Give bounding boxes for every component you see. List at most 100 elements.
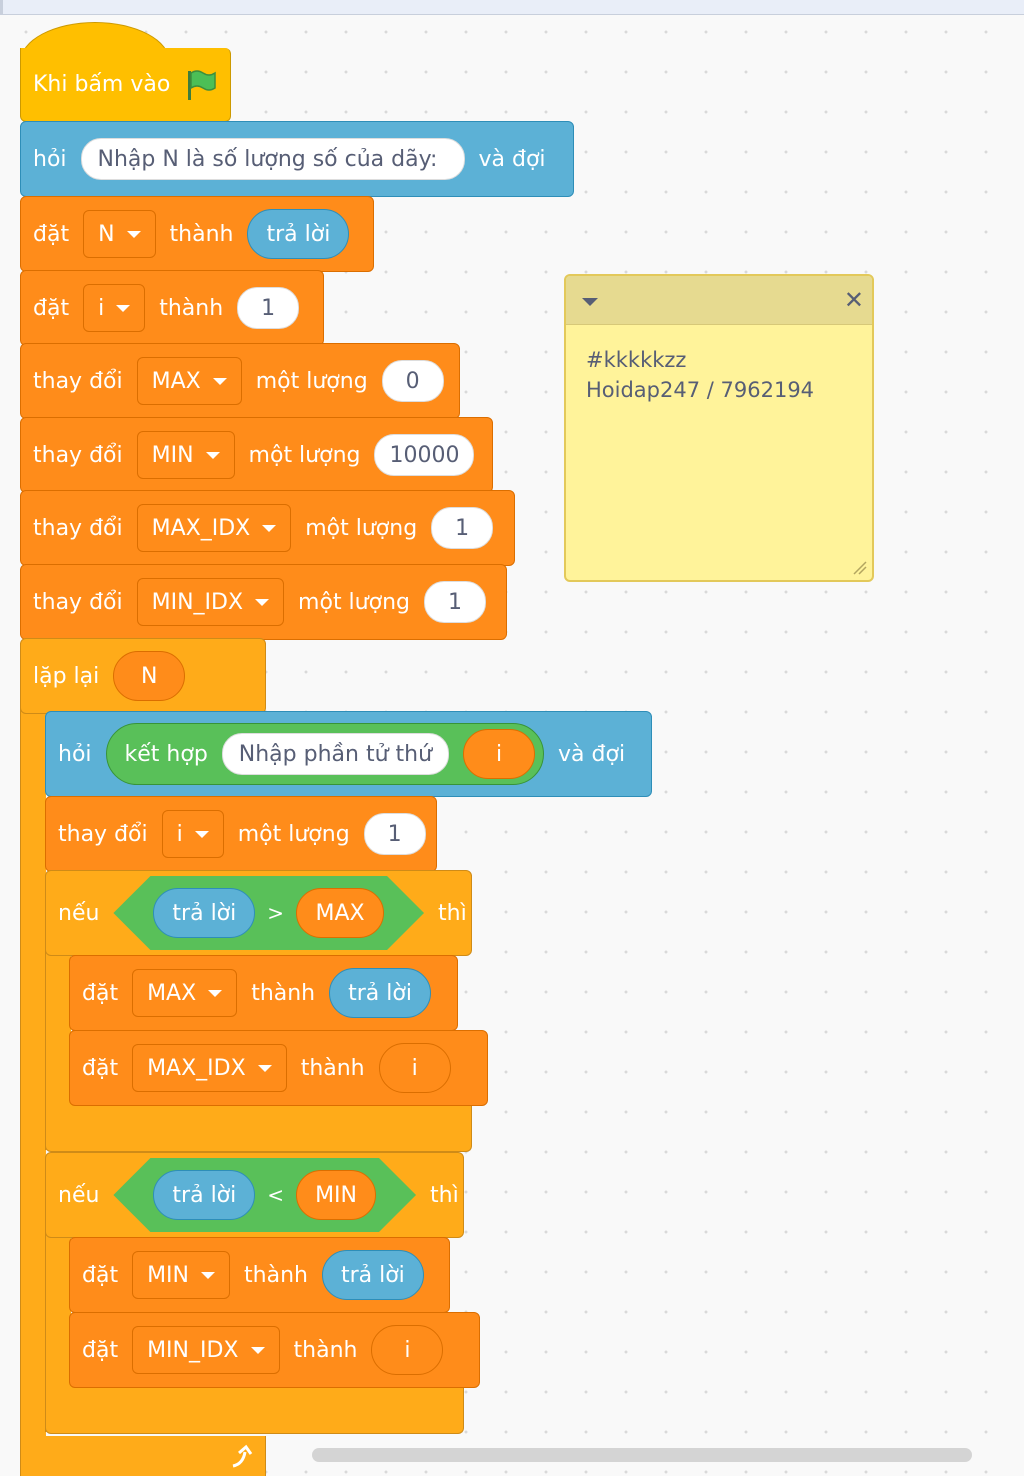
then-label: thì: [430, 1182, 459, 1208]
set-label: đặt: [33, 221, 70, 247]
join-text-input[interactable]: Nhập phần tử thứ: [221, 733, 450, 775]
var-dropdown-max[interactable]: MAX: [132, 969, 238, 1017]
by-label: một lượng: [237, 821, 350, 847]
var-dropdown-min-idx[interactable]: MIN_IDX: [136, 578, 285, 626]
change-min-block[interactable]: thay đổi MIN một lượng 10000: [20, 417, 493, 493]
ask-label: hỏi: [58, 741, 92, 767]
repeat-block-bottom[interactable]: [20, 1436, 266, 1476]
greater-than-operator[interactable]: trả lời > MAX: [113, 876, 424, 950]
ask-and-wait-block[interactable]: hỏi Nhập N là số lượng số của dãy: và đợ…: [20, 121, 574, 197]
value-input[interactable]: 1: [431, 507, 494, 549]
to-label: thành: [159, 295, 224, 321]
caret-down-icon: [257, 1064, 272, 1072]
var-dropdown-max-idx[interactable]: MAX_IDX: [136, 504, 292, 552]
max-reporter[interactable]: MAX: [296, 888, 384, 938]
dropdown-value: N: [98, 221, 115, 247]
comment-text[interactable]: #kkkkkzz Hoidap247 / 7962194: [566, 325, 872, 405]
if-label: nếu: [58, 900, 100, 926]
dropdown-value: i: [176, 821, 183, 847]
change-max-block[interactable]: thay đổi MAX một lượng 0: [20, 343, 460, 419]
change-min-idx-block[interactable]: thay đổi MIN_IDX một lượng 1: [20, 564, 507, 640]
i-reporter[interactable]: i: [371, 1325, 444, 1375]
value-input[interactable]: 1: [237, 287, 300, 329]
var-dropdown-i[interactable]: i: [161, 810, 224, 858]
ask-label: hỏi: [33, 146, 67, 172]
value-input[interactable]: 10000: [374, 434, 475, 476]
dropdown-value: MIN: [147, 1262, 190, 1288]
value-input[interactable]: 1: [363, 813, 426, 855]
dropdown-value: MAX: [151, 368, 201, 394]
comment-note[interactable]: ✕ #kkkkkzz Hoidap247 / 7962194: [564, 274, 874, 582]
change-label: thay đổi: [33, 368, 123, 394]
var-dropdown-max-idx[interactable]: MAX_IDX: [132, 1044, 287, 1092]
if-block-2[interactable]: nếu trả lời < MIN thì: [45, 1152, 464, 1238]
when-flag-clicked-block[interactable]: Khi bấm vào: [20, 48, 231, 122]
set-i-block[interactable]: đặt i thành 1: [20, 270, 324, 346]
repeat-block[interactable]: lặp lại N: [20, 638, 266, 714]
var-dropdown-min[interactable]: MIN: [132, 1251, 231, 1299]
set-label: đặt: [82, 980, 119, 1006]
var-dropdown-min[interactable]: MIN: [136, 431, 235, 479]
green-flag-icon: [188, 69, 217, 100]
dropdown-value: MAX: [147, 980, 197, 1006]
set-max-block[interactable]: đặt MAX thành trả lời: [69, 955, 458, 1031]
min-reporter[interactable]: MIN: [296, 1170, 376, 1220]
if-block-1-bottom[interactable]: [45, 1104, 472, 1152]
answer-reporter[interactable]: trả lời: [153, 888, 255, 938]
if-block-1[interactable]: nếu trả lời > MAX thì: [45, 870, 472, 956]
value-input[interactable]: 1: [423, 581, 486, 623]
if-block-2-bottom[interactable]: [45, 1386, 464, 1434]
caret-down-icon: [212, 377, 227, 385]
join-reporter[interactable]: kết hợp Nhập phần tử thứ i: [105, 723, 545, 785]
by-label: một lượng: [248, 442, 361, 468]
join-label: kết hợp: [124, 741, 208, 767]
value-input[interactable]: 0: [381, 360, 444, 402]
caret-down-icon: [201, 1271, 216, 1279]
repeat-block-wall[interactable]: [20, 700, 46, 1470]
n-reporter[interactable]: N: [113, 651, 186, 701]
horizontal-scrollbar[interactable]: [312, 1448, 972, 1462]
var-dropdown-n[interactable]: N: [83, 210, 156, 258]
set-n-block[interactable]: đặt N thành trả lời: [20, 196, 374, 272]
answer-reporter[interactable]: trả lời: [153, 1170, 255, 1220]
resize-handle-icon[interactable]: [850, 558, 868, 576]
ask-join-block[interactable]: hỏi kết hợp Nhập phần tử thứ i và đợi: [45, 711, 652, 797]
i-reporter[interactable]: i: [463, 729, 536, 779]
toolbar-divider: [0, 0, 3, 14]
close-icon[interactable]: ✕: [843, 286, 864, 314]
to-label: thành: [244, 1262, 308, 1288]
repeat-label: lặp lại: [33, 663, 100, 689]
set-min-idx-block[interactable]: đặt MIN_IDX thành i: [69, 1312, 480, 1388]
caret-down-icon: [205, 451, 220, 459]
by-label: một lượng: [305, 515, 418, 541]
to-label: thành: [251, 980, 316, 1006]
caret-down-icon: [208, 989, 223, 997]
var-dropdown-min-idx[interactable]: MIN_IDX: [132, 1326, 280, 1374]
comment-line-2: Hoidap247 / 7962194: [586, 378, 815, 402]
var-dropdown-max[interactable]: MAX: [136, 357, 242, 405]
dropdown-value: MAX_IDX: [151, 515, 251, 541]
comment-note-header[interactable]: ✕: [566, 276, 872, 325]
less-than-operator[interactable]: trả lời < MIN: [113, 1158, 416, 1232]
change-max-idx-block[interactable]: thay đổi MAX_IDX một lượng 1: [20, 490, 515, 566]
change-label: thay đổi: [33, 442, 123, 468]
answer-reporter[interactable]: trả lời: [247, 209, 350, 259]
greater-than-symbol: >: [267, 901, 285, 925]
if-label: nếu: [58, 1182, 100, 1208]
repeat-arrow-icon: [232, 1444, 253, 1468]
i-reporter[interactable]: i: [378, 1043, 451, 1093]
dropdown-value: MIN: [151, 442, 194, 468]
set-min-block[interactable]: đặt MIN thành trả lời: [69, 1237, 450, 1313]
caret-down-icon: [116, 304, 131, 312]
var-dropdown-i[interactable]: i: [83, 284, 146, 332]
comment-line-1: #kkkkkzz: [586, 348, 687, 372]
collapse-triangle-icon[interactable]: [582, 298, 598, 306]
dropdown-value: i: [98, 295, 105, 321]
by-label: một lượng: [298, 589, 410, 615]
ask-prompt-input[interactable]: Nhập N là số lượng số của dãy:: [80, 138, 465, 180]
dropdown-value: MAX_IDX: [147, 1055, 246, 1081]
answer-reporter[interactable]: trả lời: [329, 968, 431, 1018]
answer-reporter[interactable]: trả lời: [321, 1250, 424, 1300]
change-i-block[interactable]: thay đổi i một lượng 1: [45, 796, 437, 872]
set-max-idx-block[interactable]: đặt MAX_IDX thành i: [69, 1030, 488, 1106]
